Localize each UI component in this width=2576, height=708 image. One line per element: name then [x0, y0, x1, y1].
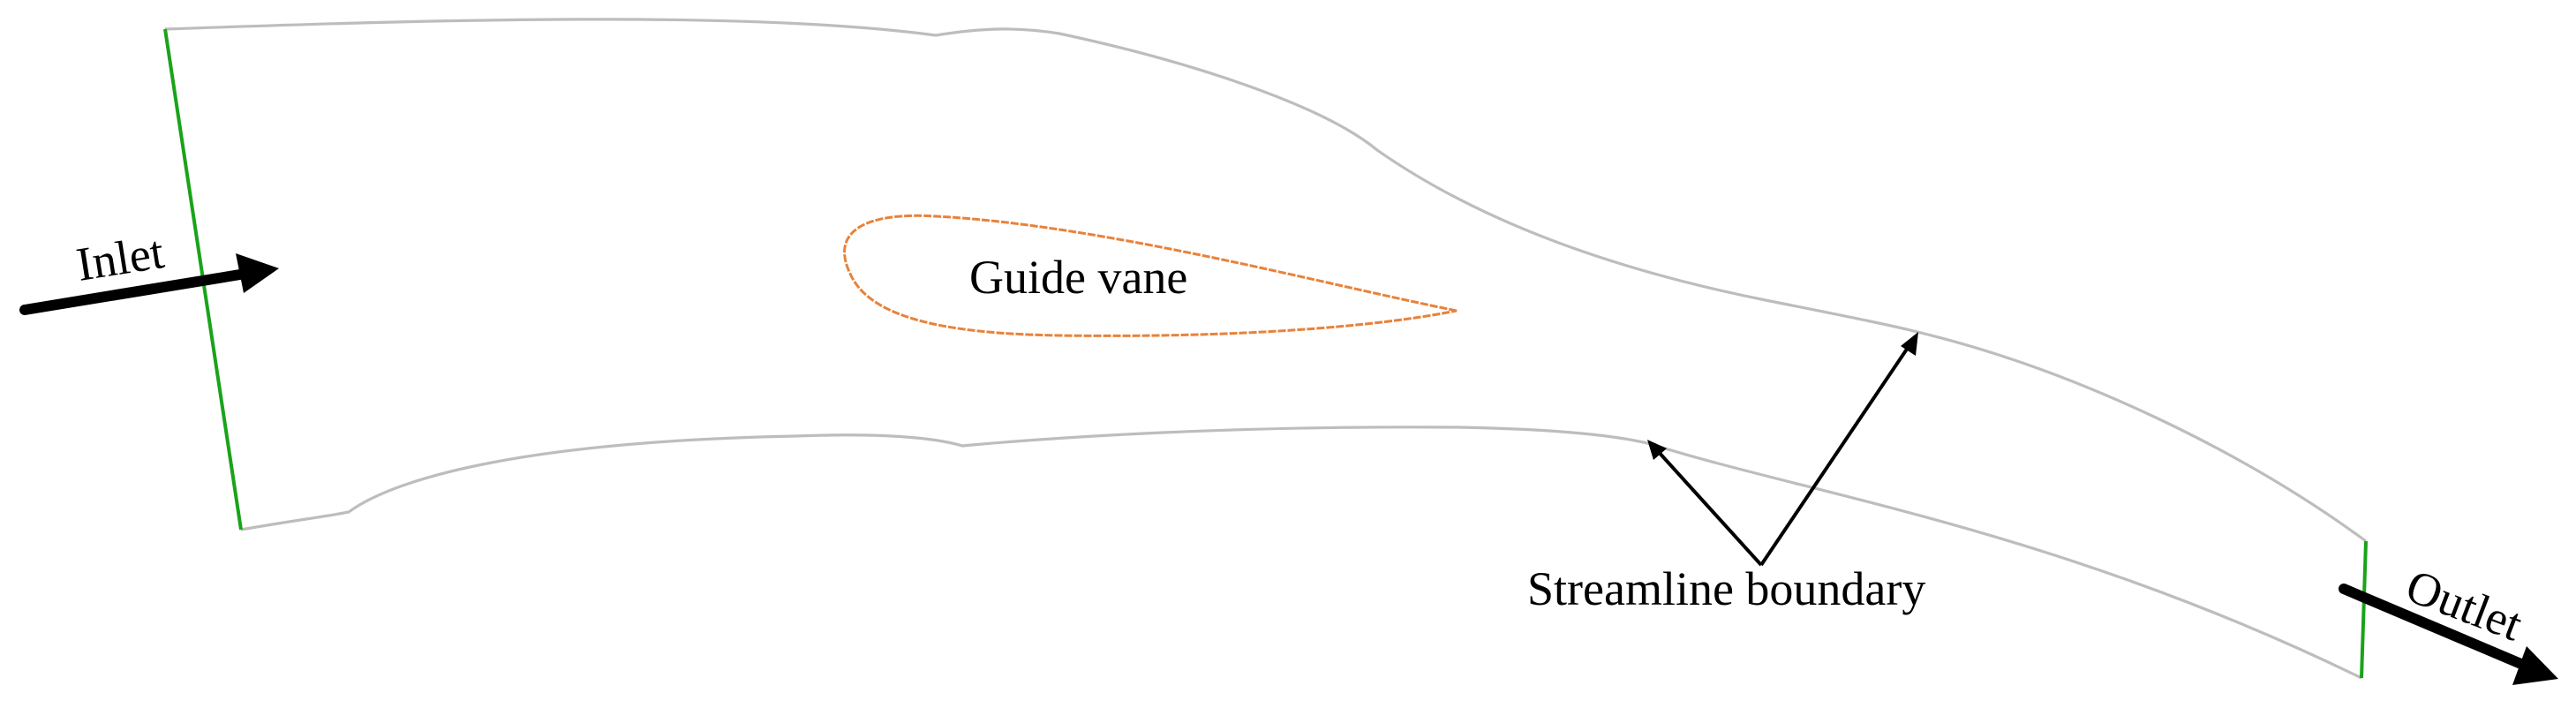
guide-vane-profile — [843, 214, 1457, 337]
lower-streamline-boundary — [240, 426, 2362, 680]
streamline-pointer-arrows — [1647, 332, 1918, 567]
streamline-boundary-label: Streamline boundary — [1527, 562, 1925, 615]
pointer-arrow-upper — [1759, 341, 1913, 567]
inlet-label: Inlet — [72, 225, 167, 291]
inlet-arrow-icon — [19, 253, 279, 315]
outlet-boundary-line — [2360, 540, 2368, 679]
pointer-arrow-lower — [1655, 448, 1763, 567]
pointer-arrowhead-upper-icon — [1901, 332, 1918, 356]
guide-vane-label: Guide vane — [969, 251, 1187, 304]
pointer-arrowhead-lower-icon — [1647, 440, 1667, 460]
outlet-arrow-icon — [2339, 584, 2558, 685]
upper-streamline-boundary — [164, 18, 2367, 543]
